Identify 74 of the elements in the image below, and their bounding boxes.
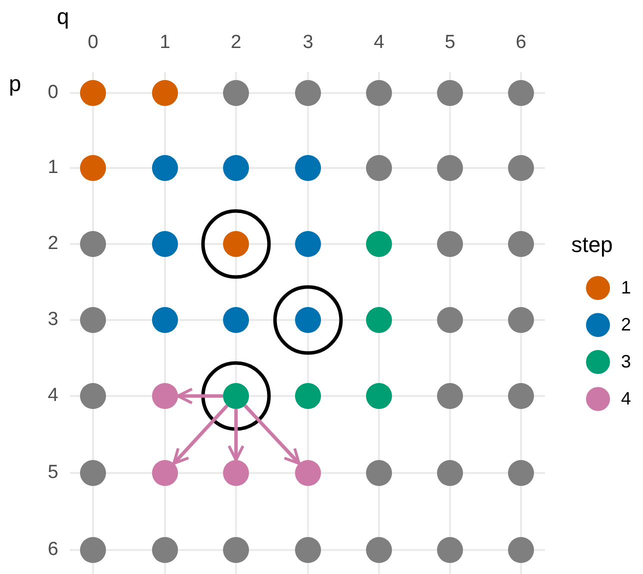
axis-title: p (8, 71, 22, 97)
data-point (508, 155, 534, 181)
data-point (80, 537, 106, 563)
arrow (172, 404, 228, 465)
data-point (437, 155, 463, 181)
arrow (228, 409, 244, 462)
legend-label: 3 (621, 352, 631, 372)
data-point (223, 80, 249, 106)
tick-label: 3 (302, 32, 314, 54)
tick-label: 0 (88, 32, 98, 54)
data-point (223, 537, 249, 563)
data-point (223, 460, 249, 486)
data-point (295, 155, 321, 181)
tick-label: 4 (48, 385, 58, 407)
data-point (366, 155, 392, 181)
tick-label: 3 (48, 309, 58, 331)
data-point (437, 80, 463, 106)
data-point (366, 383, 392, 409)
data-point (152, 460, 178, 486)
legend-label: 1 (621, 278, 631, 298)
data-point (437, 383, 463, 409)
data-point (152, 383, 178, 409)
data-point (223, 383, 249, 409)
data-point (80, 383, 106, 409)
data-point (80, 231, 106, 257)
data-point (508, 231, 534, 257)
data-point (152, 231, 178, 257)
data-point (366, 537, 392, 563)
arrow (244, 404, 301, 465)
data-point (366, 231, 392, 257)
data-point (80, 80, 106, 106)
legend-label: 2 (621, 314, 631, 336)
data-point (152, 80, 178, 106)
data-point (295, 307, 321, 333)
data-point (295, 80, 321, 106)
data-point (152, 307, 178, 333)
data-point (437, 537, 463, 563)
tick-label: 6 (516, 32, 526, 54)
tick-label: 1 (160, 32, 170, 54)
data-point (295, 231, 321, 257)
data-point (366, 80, 392, 106)
tick-label: 5 (444, 32, 456, 54)
axis-title: q (56, 4, 70, 30)
tick-label: 2 (230, 32, 242, 54)
data-point (508, 80, 534, 106)
tick-label: 1 (48, 157, 58, 179)
data-point (508, 383, 534, 409)
data-point (152, 155, 178, 181)
legend-label: 4 (621, 388, 631, 410)
tick-label: 6 (48, 539, 58, 561)
data-point (223, 231, 249, 257)
data-point (223, 155, 249, 181)
data-point (437, 231, 463, 257)
data-point (80, 307, 106, 333)
tick-label: 0 (48, 82, 58, 104)
data-point (508, 460, 534, 486)
data-point (366, 460, 392, 486)
data-point (508, 307, 534, 333)
legend-title: step (571, 232, 613, 258)
tick-label: 5 (48, 462, 58, 484)
data-point (80, 155, 106, 181)
data-point (508, 537, 534, 563)
data-point (223, 307, 249, 333)
data-point (366, 307, 392, 333)
data-point (80, 460, 106, 486)
data-point (295, 460, 321, 486)
data-point (437, 307, 463, 333)
data-point (152, 537, 178, 563)
data-point (437, 460, 463, 486)
data-point (295, 537, 321, 563)
tick-label: 4 (374, 32, 384, 54)
data-point (295, 383, 321, 409)
tick-label: 2 (48, 233, 58, 255)
arrow (176, 388, 223, 404)
